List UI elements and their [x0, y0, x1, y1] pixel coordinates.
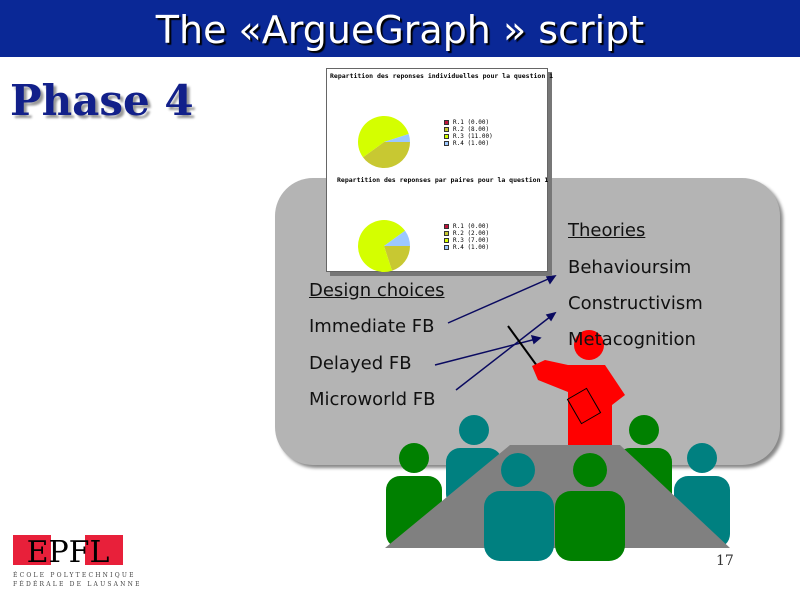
pie-slice-R.2 [362, 142, 410, 169]
legend-swatch [444, 127, 449, 132]
theory-item: Behavioursim [568, 257, 692, 278]
pie-slice-R.3 [358, 116, 409, 158]
phase-heading: Phase 4 [10, 76, 194, 125]
chart-title: Repartition des reponses par paires pour… [337, 176, 549, 184]
pie-chart-individual [358, 116, 410, 169]
pie-slice-R.4 [384, 133, 410, 142]
legend-label: R.2 (2.00) [453, 230, 490, 237]
design-choices-heading: Design choices [309, 280, 445, 301]
legend-swatch [444, 141, 449, 146]
legend-swatch [444, 238, 449, 243]
pie-slice-R.2 [384, 246, 410, 271]
legend-label: R.3 (11.00) [453, 133, 493, 140]
design-item: Delayed FB [309, 353, 412, 374]
logo-line1: ÉCOLE POLYTECHNIQUE [13, 572, 136, 579]
epfl-logo: EPFL [13, 535, 123, 570]
legend-item: R.2 (8.00) [444, 126, 493, 133]
legend-swatch [444, 134, 449, 139]
legend-swatch [444, 120, 449, 125]
pie-slice-R.4 [384, 230, 410, 246]
design-item: Immediate FB [309, 316, 435, 337]
slide-title: The «ArgueGraph » script [0, 0, 800, 57]
legend-swatch [444, 231, 449, 236]
legend-swatch [444, 224, 449, 229]
chart-title: Repartition des reponses individuelles p… [330, 72, 554, 80]
legend-label: R.1 (0.00) [453, 223, 490, 230]
audience [385, 415, 730, 561]
theory-item: Metacognition [568, 329, 696, 350]
chart-legend: R.1 (0.00)R.2 (2.00)R.3 (7.00)R.4 (1.00) [444, 223, 489, 251]
legend-item: R.4 (1.00) [444, 244, 489, 251]
legend-label: R.4 (1.00) [453, 140, 490, 147]
legend-swatch [444, 245, 449, 250]
legend-item: R.2 (2.00) [444, 230, 489, 237]
legend-item: R.3 (7.00) [444, 237, 489, 244]
design-item: Microworld FB [309, 389, 436, 410]
legend-label: R.4 (1.00) [453, 244, 490, 251]
pie-slice-R.3 [358, 220, 406, 272]
pie-chart-pairs [358, 220, 410, 272]
logo-line2: FÉDÉRALE DE LAUSANNE [13, 581, 142, 588]
legend-item: R.3 (11.00) [444, 133, 493, 140]
legend-label: R.3 (7.00) [453, 237, 490, 244]
arrows [434, 275, 557, 391]
legend-item: R.1 (0.00) [444, 223, 489, 230]
legend-item: R.1 (0.00) [444, 119, 493, 126]
theory-item: Constructivism [568, 293, 703, 314]
svg-text:EPFL: EPFL [27, 535, 110, 570]
teacher-figure [507, 325, 625, 450]
page-number: 17 [716, 553, 734, 569]
chart-legend: R.1 (0.00)R.2 (8.00)R.3 (11.00)R.4 (1.00… [444, 119, 493, 147]
theories-heading: Theories [568, 220, 646, 241]
legend-label: R.2 (8.00) [453, 126, 490, 133]
legend-item: R.4 (1.00) [444, 140, 493, 147]
legend-label: R.1 (0.00) [453, 119, 490, 126]
pie-charts-panel: Repartition des reponses individuelles p… [326, 68, 553, 272]
